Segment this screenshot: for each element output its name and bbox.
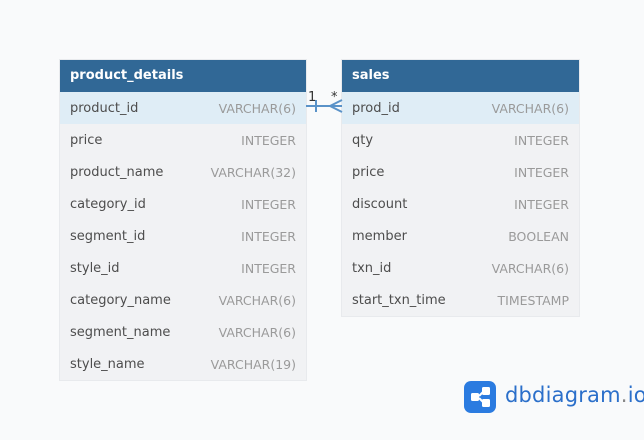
field-row[interactable]: style_name VARCHAR(19): [60, 348, 306, 380]
brand-tld: io: [627, 383, 644, 407]
field-name: price: [352, 164, 385, 180]
brand-wordmark: dbdiagram.io: [505, 383, 644, 407]
crows-foot-lower: [329, 105, 343, 113]
field-row[interactable]: discount INTEGER: [342, 188, 579, 220]
field-type: VARCHAR(6): [491, 260, 569, 276]
field-name: segment_name: [70, 324, 171, 340]
field-type: INTEGER: [241, 260, 296, 276]
field-type: INTEGER: [514, 164, 569, 180]
table-header[interactable]: product_details: [60, 60, 306, 92]
field-row[interactable]: price INTEGER: [342, 156, 579, 188]
table-header[interactable]: sales: [342, 60, 579, 92]
brand-dot: .: [620, 383, 628, 407]
field-row[interactable]: prod_id VARCHAR(6): [342, 92, 579, 124]
field-name: style_id: [70, 260, 120, 276]
field-name: qty: [352, 132, 374, 148]
field-type: INTEGER: [241, 196, 296, 212]
field-name: style_name: [70, 356, 145, 372]
field-name: prod_id: [352, 100, 400, 116]
field-type: VARCHAR(6): [218, 324, 296, 340]
field-row[interactable]: product_id VARCHAR(6): [60, 92, 306, 124]
cardinality-one-label: 1: [308, 90, 317, 105]
field-type: VARCHAR(32): [210, 164, 296, 180]
field-type: VARCHAR(19): [210, 356, 296, 372]
field-row[interactable]: segment_name VARCHAR(6): [60, 316, 306, 348]
field-type: INTEGER: [514, 132, 569, 148]
field-name: product_id: [70, 100, 139, 116]
field-row[interactable]: price INTEGER: [60, 124, 306, 156]
field-row[interactable]: category_id INTEGER: [60, 188, 306, 220]
field-row[interactable]: member BOOLEAN: [342, 220, 579, 252]
field-type: VARCHAR(6): [491, 100, 569, 116]
field-name: category_name: [70, 292, 171, 308]
field-type: INTEGER: [241, 132, 296, 148]
field-row[interactable]: start_txn_time TIMESTAMP: [342, 284, 579, 316]
cardinality-many-label: *: [331, 90, 338, 105]
field-type: BOOLEAN: [508, 228, 569, 244]
field-type: VARCHAR(6): [218, 292, 296, 308]
field-name: member: [352, 228, 407, 244]
share-nodes-icon: [464, 381, 496, 413]
field-type: INTEGER: [241, 228, 296, 244]
brand-name: dbdiagram: [505, 383, 621, 407]
field-name: start_txn_time: [352, 292, 446, 308]
field-name: txn_id: [352, 260, 392, 276]
field-row[interactable]: style_id INTEGER: [60, 252, 306, 284]
field-type: VARCHAR(6): [218, 100, 296, 116]
field-name: price: [70, 132, 103, 148]
field-row[interactable]: qty INTEGER: [342, 124, 579, 156]
field-row[interactable]: txn_id VARCHAR(6): [342, 252, 579, 284]
field-name: segment_id: [70, 228, 146, 244]
field-name: discount: [352, 196, 408, 212]
field-type: INTEGER: [514, 196, 569, 212]
field-name: product_name: [70, 164, 164, 180]
crows-foot-upper: [329, 99, 343, 107]
field-type: TIMESTAMP: [497, 292, 569, 308]
field-row[interactable]: category_name VARCHAR(6): [60, 284, 306, 316]
field-name: category_id: [70, 196, 146, 212]
field-row[interactable]: segment_id INTEGER: [60, 220, 306, 252]
field-row[interactable]: product_name VARCHAR(32): [60, 156, 306, 188]
